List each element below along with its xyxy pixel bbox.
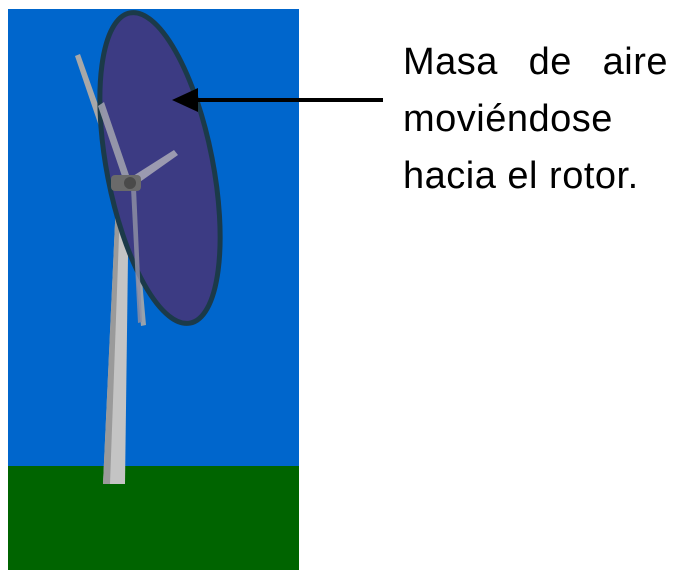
- caption-line-3: hacia el rotor.: [403, 155, 639, 197]
- arrow-left-icon: [172, 88, 198, 112]
- turbine-hub-icon: [124, 177, 136, 189]
- caption-line-1: Masa de aire: [403, 41, 668, 83]
- turbine-blade-icon: [131, 188, 142, 323]
- ground: [8, 466, 299, 570]
- turbine-blade-icon: [133, 150, 178, 184]
- caption-line-2: moviéndose: [403, 98, 613, 140]
- turbine-blade-icon: [98, 102, 130, 182]
- air-mass-disk-icon: [97, 10, 223, 326]
- caption: Masa de aire moviéndose hacia el rotor.: [403, 34, 668, 205]
- tower-shade: [103, 180, 121, 484]
